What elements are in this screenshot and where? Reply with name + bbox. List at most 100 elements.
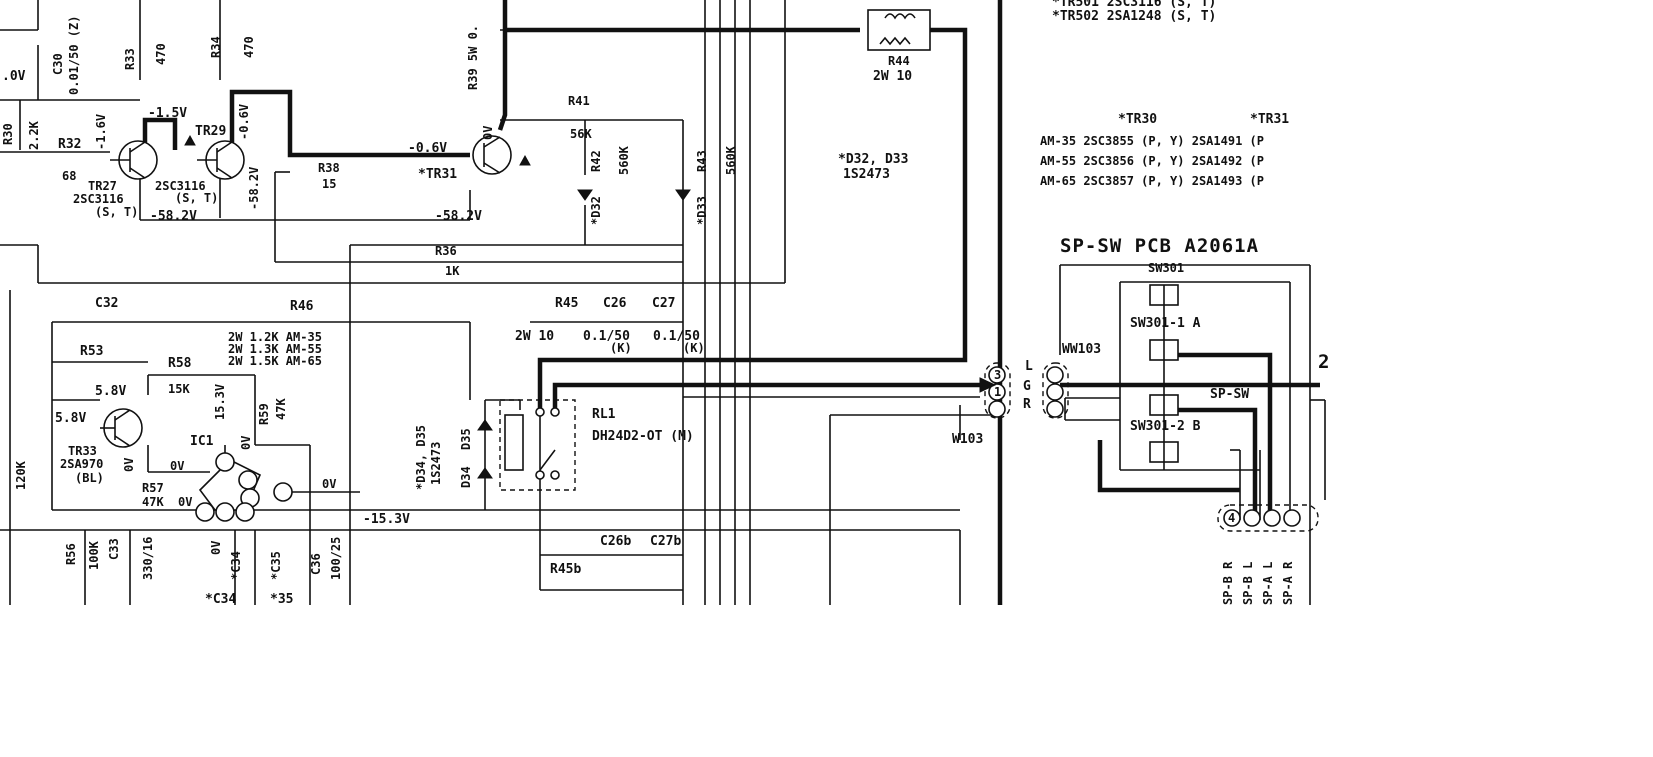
label-c100-val: 100/25: [329, 537, 343, 580]
transistor-tr29: [197, 140, 245, 180]
label-pin4: 4: [1228, 511, 1235, 525]
label-rl1-type: DH24D2-OT (M): [592, 429, 694, 444]
label-c33: C33: [107, 538, 121, 560]
label-v-0v-tr33: 0V: [122, 458, 136, 472]
label-w103: W103: [952, 432, 983, 447]
label-d3233-type: 1S2473: [843, 167, 890, 182]
label-c30-val: 0.01/50 (Z): [67, 16, 81, 95]
label-r56-val: 100K: [87, 540, 101, 570]
label-v0: .0V: [2, 69, 26, 84]
label-lgr-r: R: [1023, 397, 1031, 412]
label-r33-val: 470: [154, 43, 168, 65]
label-r58-val: 15K: [168, 382, 190, 396]
label-tr501: *TR501 2SC3116 (S, T): [1052, 0, 1216, 10]
label-r42: R42: [589, 150, 603, 172]
label-r46: R46: [290, 299, 314, 314]
label-r33: R33: [123, 48, 137, 70]
label-v-0v-r57: 0V: [178, 495, 192, 509]
label-d32: *D32: [589, 196, 603, 225]
label-r43: R43: [695, 150, 709, 172]
label-v-m16: -1.6V: [94, 114, 108, 150]
label-spa-l: SP-A L: [1261, 562, 1275, 605]
label-tr27-type: 2SC3116: [73, 192, 124, 206]
warning-triangles: [184, 134, 531, 166]
label-r30-val: 2.2K: [27, 120, 41, 150]
relay-outline: [499, 399, 576, 491]
label-sw301-2b: SW301-2 B: [1130, 419, 1201, 434]
label-c26-k: (K): [610, 341, 632, 355]
label-v-m06b: -0.6V: [408, 141, 447, 156]
switch-sw301: [1149, 284, 1179, 470]
label-r39: R39 5W 0.: [466, 25, 480, 90]
label-c27b: C27b: [650, 534, 681, 549]
label-v-m582b: -58.2V: [247, 167, 261, 210]
label-rl1: RL1: [592, 407, 616, 422]
label-v-m15: -1.5V: [148, 106, 187, 121]
label-tr31: *TR31: [418, 167, 457, 182]
label-v-58b: 5.8V: [55, 411, 86, 426]
label-tr27-rank: (S, T): [95, 205, 138, 219]
inductor-r44: [867, 9, 931, 51]
label-v-m153: -15.3V: [363, 512, 410, 527]
label-r30: R30: [1, 123, 15, 145]
label-c34b: *C34: [205, 592, 236, 607]
label-tr27: TR27: [88, 179, 117, 193]
label-c27-k: (K): [683, 341, 705, 355]
label-v-m06a: -0.6V: [237, 104, 251, 140]
label-lgr-l: L: [1025, 359, 1033, 374]
diodes: [477, 189, 691, 479]
label-pin1: 1: [994, 385, 1001, 399]
label-c26: C26: [603, 296, 627, 311]
label-v-m582c: -58.2V: [435, 209, 482, 224]
transistor-tr31: [472, 135, 512, 175]
label-d3435: *D34, D35: [414, 425, 428, 490]
label-c34: *C34: [229, 551, 243, 580]
label-v-0v-c34: 0V: [209, 541, 223, 555]
label-tr502: *TR502 2SA1248 (S, T): [1052, 9, 1216, 24]
label-v-58a: 5.8V: [95, 384, 126, 399]
label-tr33-rank: (BL): [75, 471, 104, 485]
label-r46-v3: 2W 1.5K AM-65: [228, 354, 322, 368]
transistor-tr33: [100, 408, 143, 448]
label-r38-val: 15: [322, 177, 336, 191]
label-r34-val: 470: [242, 36, 256, 58]
label-r44: R44: [888, 54, 910, 68]
label-spa-r: SP-A R: [1281, 561, 1295, 605]
label-v-0v-tr31: 0V: [481, 126, 495, 140]
label-v-0v-out: 0V: [322, 477, 336, 491]
label-v-m582a: -58.2V: [150, 209, 197, 224]
label-sp-sw: SP-SW: [1210, 387, 1249, 402]
label-tr31-hdr: *TR31: [1250, 112, 1289, 127]
label-r44-val: 2W 10: [873, 69, 912, 84]
label-r57-val: 47K: [142, 495, 164, 509]
label-sw301-1a: SW301-1 A: [1130, 316, 1201, 331]
ic1-chip: [195, 452, 293, 522]
label-tr29-type: 2SC3116: [155, 179, 206, 193]
label-r43-val: 560K: [724, 145, 738, 175]
label-v-153a: 15.3V: [213, 384, 227, 420]
label-spb-r: SP-B R: [1221, 561, 1235, 605]
label-r46-v1: 2W 1.2K AM-35: [228, 330, 322, 344]
label-am65: AM-65 2SC3857 (P, Y) 2SA1493 (P: [1040, 174, 1264, 188]
arrow-l: [979, 377, 997, 393]
label-r120k: 120K: [14, 460, 28, 490]
label-c35: *C35: [269, 551, 283, 580]
label-c27-val: 0.1/50: [653, 329, 700, 344]
labels: *TR501 2SC3116 (S, T) *TR502 2SA1248 (S,…: [1, 0, 1329, 607]
label-tr29-rank: (S, T): [175, 191, 218, 205]
label-d35: D35: [459, 428, 473, 450]
label-ic1: IC1: [190, 434, 214, 449]
label-c27: C27: [652, 296, 675, 311]
label-tr30-hdr: *TR30: [1118, 112, 1157, 127]
label-tr29: TR29: [195, 124, 226, 139]
label-r32-val: 68: [62, 169, 76, 183]
connector-rings: [984, 362, 1319, 532]
label-r38: R38: [318, 161, 340, 175]
label-v-0v-ic2: 0V: [170, 459, 184, 473]
label-r36: R36: [435, 244, 457, 258]
label-r59: R59: [257, 403, 271, 425]
label-lgr-g: G: [1023, 379, 1031, 394]
label-d34: D34: [459, 466, 473, 488]
label-am35: AM-35 2SC3855 (P, Y) 2SA1491 (P: [1040, 134, 1264, 148]
